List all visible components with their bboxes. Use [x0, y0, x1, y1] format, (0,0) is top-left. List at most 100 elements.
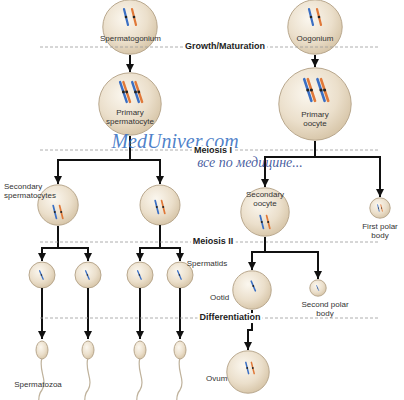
cell-outline	[288, 0, 342, 54]
spermatid-cell	[75, 262, 101, 288]
chromosome-pair	[378, 205, 383, 211]
chromosome-pair	[178, 271, 182, 279]
chromosome	[304, 79, 311, 101]
chromosome-pair	[260, 216, 270, 229]
centromere	[323, 88, 326, 91]
spermatozoon	[36, 341, 48, 400]
centromere	[134, 91, 137, 94]
cell-outline	[140, 185, 180, 225]
cell-shape	[37, 184, 79, 226]
split-arrow	[42, 226, 58, 261]
cell-label: Primary oocyte	[293, 110, 337, 128]
chromosome	[267, 216, 270, 229]
cell-shape	[287, 0, 343, 55]
cell-shape	[309, 279, 327, 297]
down-arrow	[179, 288, 181, 339]
centromere	[122, 91, 125, 94]
cell-shape	[232, 270, 272, 310]
centromere	[162, 206, 164, 208]
chromosome	[124, 9, 128, 25]
chromosome-pair	[86, 271, 90, 279]
centromere	[319, 88, 322, 91]
chromosome	[251, 362, 254, 373]
stage-label: Differentiation	[197, 313, 262, 323]
chromosome	[132, 9, 136, 25]
chromosome-pair	[317, 286, 319, 291]
development-arrow	[314, 55, 316, 67]
centromere	[252, 367, 254, 369]
chromosome	[317, 286, 319, 291]
chromosome-pair	[124, 9, 136, 25]
split-arrow	[160, 248, 180, 261]
cell-outline	[99, 73, 161, 135]
cell-node: Ovum	[226, 350, 270, 394]
chromosome	[317, 9, 321, 25]
cell-shape	[98, 72, 162, 136]
centromere	[139, 274, 141, 276]
chromosome-pair	[309, 9, 321, 25]
stage-label: Spermatozoa	[14, 381, 62, 390]
development-arrow	[315, 141, 380, 197]
centromere	[41, 274, 43, 276]
down-arrow	[139, 288, 141, 339]
chromosome	[86, 271, 90, 279]
cell-outline	[233, 271, 271, 309]
centromere	[54, 211, 56, 213]
centromere	[378, 207, 379, 208]
development-arrow	[252, 237, 265, 270]
cell-node: Second polar body	[309, 279, 327, 297]
centromere	[179, 274, 181, 276]
stage-label: Meiosis I	[192, 146, 234, 156]
cell-label: Primary spermatocyte	[100, 108, 160, 126]
chromosome	[378, 205, 380, 211]
centromere	[306, 88, 309, 91]
cell-outline	[103, 0, 157, 54]
chromosome-pair	[53, 206, 63, 219]
chromosome	[123, 82, 130, 102]
watermark: все по медицине...	[197, 155, 303, 170]
chromosome	[381, 205, 383, 211]
chromosome-pair	[304, 79, 328, 101]
chromosome-pair	[40, 271, 44, 279]
centromere	[310, 88, 313, 91]
chromosome	[309, 9, 313, 25]
down-arrow	[41, 288, 43, 339]
cell-node: Primary oocyte	[278, 67, 352, 141]
centromere	[317, 287, 319, 289]
stage-label: Growth/Maturation	[183, 42, 267, 52]
centromere	[125, 91, 128, 94]
cell-outline	[310, 280, 326, 296]
cell-node: Secondary spermatocytes	[37, 184, 79, 226]
chromosome	[178, 271, 182, 279]
spermatid-cell	[127, 262, 153, 288]
split-arrow	[58, 248, 88, 261]
cell-outline	[370, 198, 390, 218]
cell-shape	[102, 0, 158, 55]
centromere	[246, 367, 248, 369]
cell-outline	[279, 68, 351, 140]
cell-label: Oogonium	[285, 34, 345, 43]
chromosome	[120, 82, 127, 102]
spermatid-cell	[29, 262, 55, 288]
spermatozoon	[82, 341, 94, 400]
cell-shape	[226, 350, 270, 394]
chromosome	[132, 82, 139, 102]
chromosome	[40, 271, 44, 279]
split-arrow	[140, 225, 160, 261]
chromosome	[260, 216, 263, 229]
centromere	[156, 206, 158, 208]
cell-shape	[369, 197, 391, 219]
chromosome-pair	[251, 281, 255, 291]
chromosome	[321, 79, 328, 101]
chromosome	[251, 281, 255, 291]
cell-label: First polar body	[356, 222, 404, 240]
centromere	[133, 16, 136, 19]
centromere	[310, 16, 313, 19]
cell-label: Second polar body	[300, 300, 350, 318]
cell-node: Ootid	[232, 270, 272, 310]
cell-node: Oogonium	[287, 0, 343, 55]
